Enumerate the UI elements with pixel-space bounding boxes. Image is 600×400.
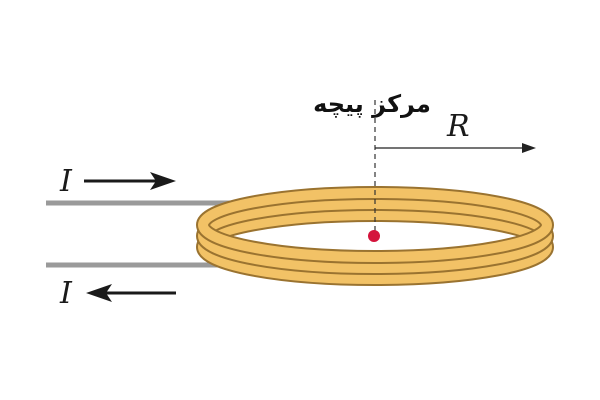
radius-label: R [446,109,470,144]
radius-arrowhead [522,143,536,153]
current-arrowhead-bottom [86,284,112,302]
current-arrowhead-top [150,172,176,190]
coil-center-label: مرکز پیچه [313,90,431,118]
center-dot [368,230,380,242]
current-label-top: I [59,164,73,199]
current-label-bottom: I [59,276,73,311]
